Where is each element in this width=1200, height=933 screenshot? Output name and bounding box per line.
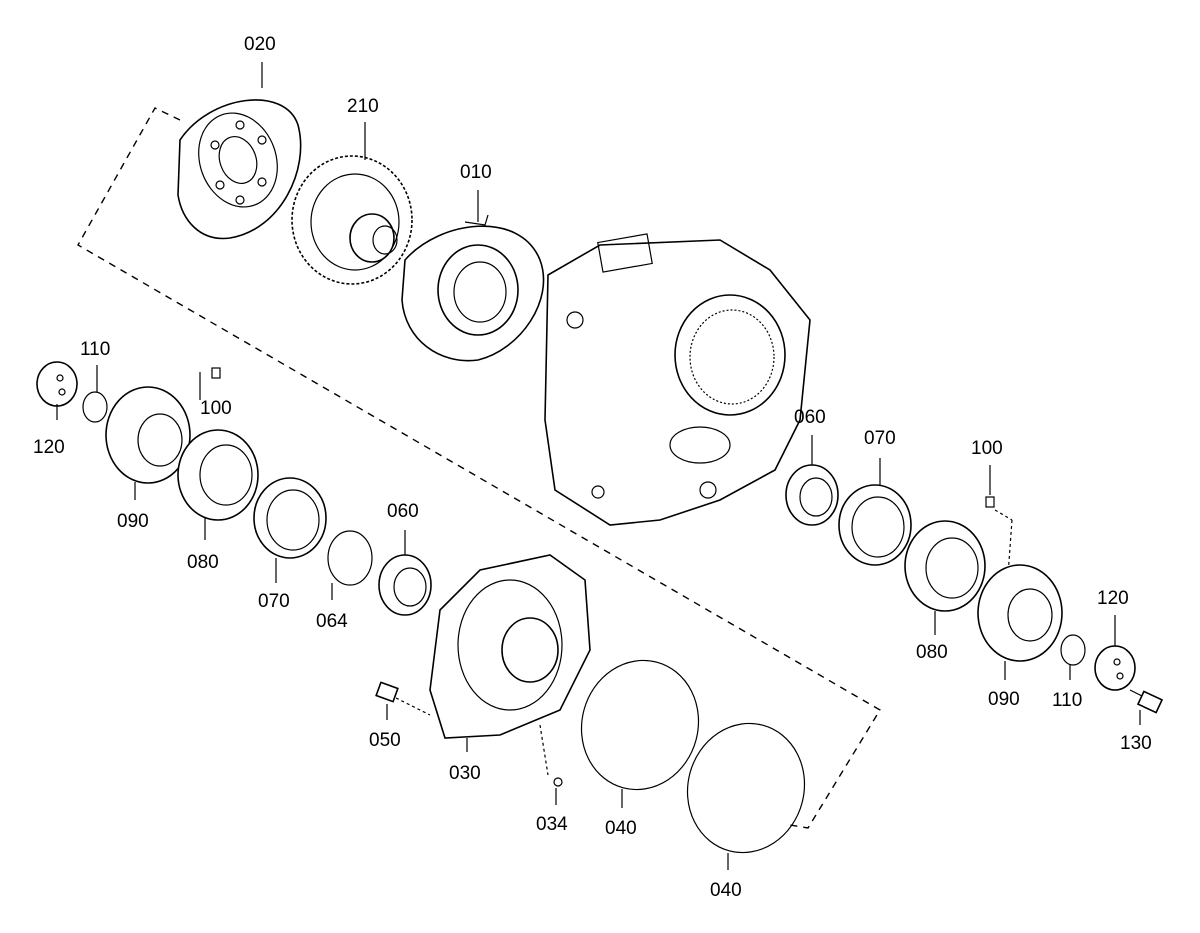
- callout-040-b: 040: [710, 880, 742, 901]
- callout-040-a: 040: [605, 818, 637, 839]
- assembly-dashed-outline: [77, 107, 881, 829]
- callout-050: 050: [369, 730, 401, 751]
- part-040-oring-a: [580, 659, 700, 791]
- callout-100-left: 100: [200, 398, 232, 419]
- callout-labels: 020 210 010 110 100 120 090 080 070 064 …: [33, 34, 1152, 901]
- callout-070-left: 070: [258, 591, 290, 612]
- part-130-bolt: [1129, 689, 1164, 714]
- part-main-housing: [544, 233, 811, 526]
- callout-120-right: 120: [1097, 588, 1129, 609]
- callout-100-right: 100: [971, 438, 1003, 459]
- part-080-left-shim: [177, 429, 259, 521]
- callout-030: 030: [449, 763, 481, 784]
- part-010-housing-cover: [401, 214, 545, 362]
- callout-110-right: 110: [1052, 690, 1082, 711]
- leader-lines: [56, 62, 1141, 870]
- part-120-right-cap: [1094, 645, 1136, 691]
- part-210-gear: [291, 155, 413, 285]
- callout-090-left: 090: [117, 511, 149, 532]
- part-110-right-oring: [1060, 634, 1086, 666]
- callout-090-right: 090: [988, 689, 1020, 710]
- callout-210: 210: [347, 96, 379, 117]
- part-034-plug: [539, 724, 563, 787]
- callout-064: 064: [316, 611, 348, 632]
- part-080-right-shim: [904, 520, 986, 612]
- callout-070-right: 070: [864, 428, 896, 449]
- callout-130: 130: [1120, 733, 1152, 754]
- callout-120-left: 120: [33, 437, 65, 458]
- part-070-left-seal: [253, 477, 327, 559]
- part-060-right-bearing: [785, 464, 839, 526]
- callout-110-left: 110: [80, 339, 110, 360]
- callout-034: 034: [536, 814, 568, 835]
- part-110-left-oring: [82, 391, 108, 423]
- callout-010: 010: [460, 162, 492, 183]
- part-100-right-screw: [985, 496, 995, 508]
- part-030-cover-housing: [429, 554, 591, 739]
- callout-060-right: 060: [794, 407, 826, 428]
- part-020-cover-plate: [177, 99, 302, 240]
- callout-060-left: 060: [387, 501, 419, 522]
- part-060-left-bearing: [378, 554, 432, 616]
- callout-080-right: 080: [916, 642, 948, 663]
- callout-080-left: 080: [187, 552, 219, 573]
- part-090-left-flange: [105, 386, 191, 484]
- part-090-right-flange: [977, 564, 1063, 662]
- part-100-left-screw: [211, 367, 221, 379]
- part-040-oring-b: [686, 722, 806, 854]
- part-064-snap-ring: [327, 530, 373, 586]
- part-050-bolt: [375, 681, 431, 716]
- callout-020: 020: [244, 34, 276, 55]
- part-120-left-cap: [36, 361, 78, 407]
- part-070-right-seal: [838, 484, 912, 566]
